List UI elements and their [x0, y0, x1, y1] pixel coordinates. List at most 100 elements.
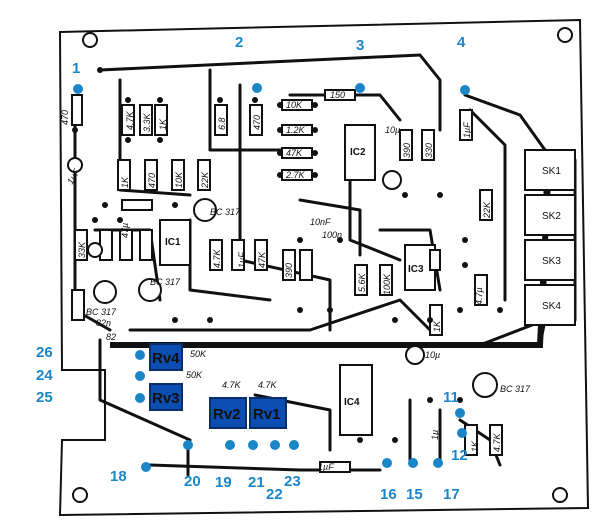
test-point-17-label: 17 — [443, 486, 460, 503]
test-point-11-dot — [455, 408, 465, 418]
resistor-label: 10K — [286, 100, 303, 110]
test-point-26-label: 26 — [36, 344, 53, 361]
resistor-label: 2.7K — [285, 170, 306, 180]
capacitor-label: 82n — [96, 318, 111, 328]
capacitor-label: 1µF — [318, 462, 334, 472]
resistor-label: 390 — [402, 143, 412, 158]
resistor-label: 3.3K — [142, 112, 152, 132]
resistor-bodies — [71, 89, 503, 473]
resistor-label: 1K — [470, 440, 480, 452]
resistor-label: 6.8 — [217, 117, 227, 130]
resistor-label: 33K — [77, 241, 87, 258]
pot-value-label: 50K — [190, 349, 207, 359]
capacitor-label: 10nF — [310, 217, 331, 227]
resistor-label: 1K — [432, 320, 442, 332]
test-point-numbers: 1 2 3 4 11 12 15 16 17 18 19 20 21 22 23… — [36, 34, 468, 503]
test-point-15-dot — [408, 458, 418, 468]
test-point-20-label: 20 — [184, 473, 201, 490]
resistor-label: 22K — [200, 171, 210, 189]
test-point-20-dot — [183, 440, 193, 450]
test-point-22-label: 22 — [266, 486, 283, 503]
pot-rv3-label: Rv3 — [152, 390, 180, 407]
resistor-label: 470 — [60, 110, 70, 125]
resistor-label: 47K — [286, 148, 303, 158]
test-point-17-dot — [433, 458, 443, 468]
capacitor-label: 1µF — [237, 252, 247, 268]
resistor-label: 390 — [284, 263, 294, 278]
resistor-label: 100K — [382, 273, 392, 295]
test-point-3-label: 3 — [356, 37, 364, 54]
resistor-label: 10K — [174, 171, 184, 188]
resistor-label: 1K — [120, 176, 130, 188]
test-point-2-dot — [252, 83, 262, 93]
test-point-25-label: 25 — [36, 389, 53, 406]
resistor-label: 150 — [330, 90, 345, 100]
capacitor-label: 10µ — [425, 350, 440, 360]
test-point-25-dot — [135, 393, 145, 403]
capacitor-label: 100n — [322, 230, 342, 240]
transistor-bodies — [67, 157, 498, 398]
transistor-label: BC 317 — [210, 207, 241, 217]
pot-rv3[interactable]: Rv3 — [149, 383, 183, 411]
test-point-16-dot — [382, 458, 392, 468]
test-point-26-dot — [135, 350, 145, 360]
ic-label: IC3 — [408, 264, 424, 275]
resistor-label: 22K — [482, 201, 492, 219]
ic-label: IC2 — [350, 147, 366, 158]
resistor-label: 330 — [424, 143, 434, 158]
resistor-label: 5.6K — [357, 272, 367, 292]
test-point-4-dot — [460, 85, 470, 95]
resistor-label: 4.7K — [492, 432, 502, 452]
transistor-label: BC 317 — [500, 384, 531, 394]
capacitor-label: 1µF — [462, 122, 472, 138]
socket-blocks — [524, 149, 576, 326]
test-point-21-dot — [248, 440, 258, 450]
resistor-label: 4.7K — [212, 248, 222, 268]
pot-rv2[interactable]: Rv2 — [209, 397, 247, 429]
pot-rv4[interactable]: Rv4 — [149, 343, 183, 371]
solder-pads — [72, 67, 503, 443]
socket-label: SK1 — [542, 166, 561, 177]
test-point-18-label: 18 — [110, 468, 127, 485]
test-point-dots — [73, 83, 470, 472]
test-point-15-label: 15 — [406, 486, 423, 503]
mount-hole — [552, 487, 568, 503]
ic-packages — [159, 124, 441, 436]
test-point-3-dot — [355, 83, 365, 93]
board-outline — [58, 18, 590, 517]
pot-rv2-label: Rv2 — [213, 406, 241, 423]
resistor-label: 470 — [147, 173, 157, 188]
test-point-4-label: 4 — [457, 34, 466, 51]
mount-hole — [557, 27, 573, 43]
pot-value-label: 4.7K — [258, 380, 278, 390]
ic-label: IC1 — [165, 237, 181, 248]
test-point-24-dot — [135, 371, 145, 381]
socket-label: SK4 — [542, 301, 561, 312]
test-point-24-label: 24 — [36, 367, 53, 384]
pot-rv4-label: Rv4 — [152, 350, 180, 367]
pot-rv1[interactable]: Rv1 — [249, 397, 287, 429]
potentiometers: Rv4 Rv3 Rv2 Rv1 — [149, 343, 287, 429]
test-point-19-label: 19 — [215, 474, 232, 491]
capacitor-label: 47µ — [120, 223, 130, 238]
test-point-18-dot — [141, 462, 151, 472]
capacitor-label: 10µ — [385, 125, 400, 135]
resistor-label: 470 — [252, 115, 262, 130]
resistor-label: 4.7K — [125, 110, 135, 130]
test-point-19-dot — [225, 440, 235, 450]
resistor-label: 1.2K — [286, 125, 306, 135]
test-point-23-dot — [289, 440, 299, 450]
test-point-11-label: 11 — [443, 389, 459, 406]
test-point-12-label: 12 — [451, 447, 468, 464]
test-point-22-dot — [270, 440, 280, 450]
mount-hole — [72, 487, 88, 503]
transistor-label: BC 317 — [86, 307, 117, 317]
ic-label: IC4 — [344, 397, 360, 408]
pot-value-label: 4.7K — [222, 380, 242, 390]
test-point-2-label: 2 — [235, 34, 243, 51]
pot-value-label: 50K — [186, 370, 203, 380]
pot-rv1-label: Rv1 — [253, 406, 281, 423]
resistor-label: 47K — [257, 251, 267, 268]
socket-label: SK2 — [542, 211, 561, 222]
capacitor-label: 4.7µ — [474, 287, 484, 305]
